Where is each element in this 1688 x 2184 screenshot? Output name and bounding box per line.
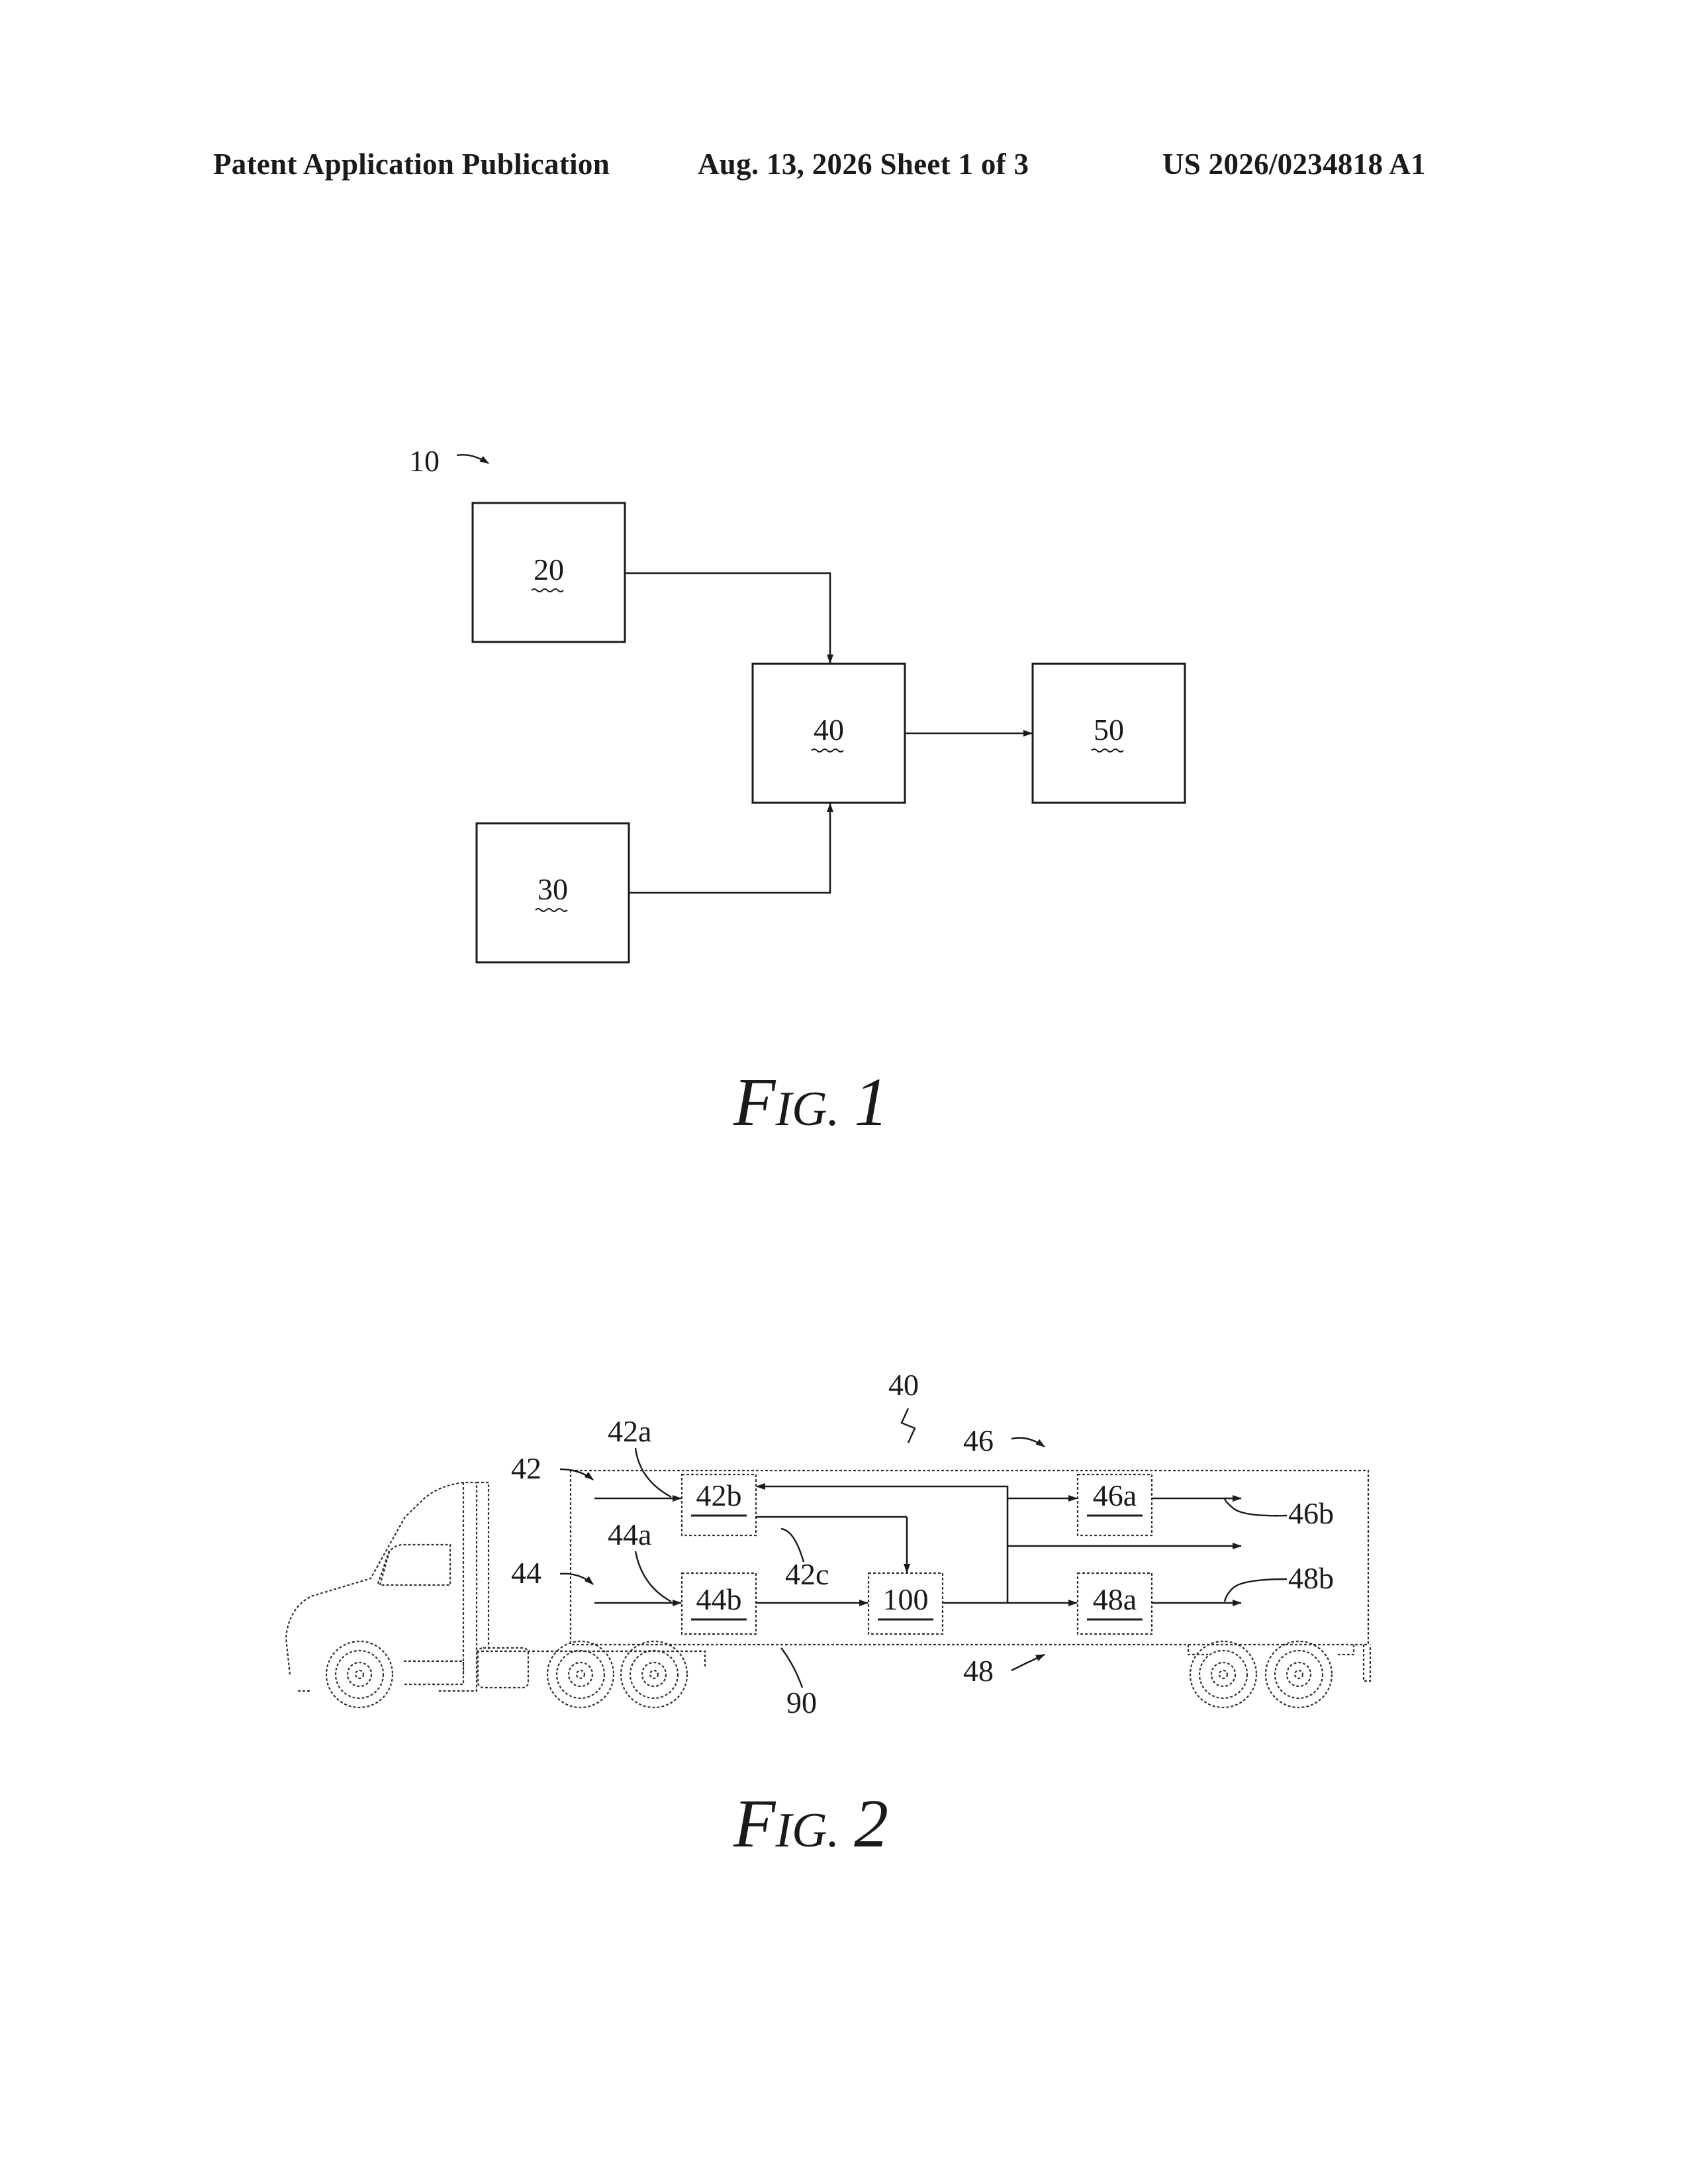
underline-50 [1092, 749, 1123, 752]
figure-2: 42b 44b 100 46a 48a [286, 1368, 1370, 1862]
leader-46 [1011, 1438, 1045, 1447]
truck-tractor-outline [286, 1482, 705, 1691]
figure-1-caption: FIG.1 [733, 1064, 888, 1140]
ref-44a: 44a [608, 1518, 651, 1551]
underline-30 [536, 909, 567, 911]
leader-arrow-10 [457, 455, 489, 463]
figure-1: 10 20 30 40 50 FIG.1 [409, 444, 1185, 1140]
ref-10: 10 [409, 444, 440, 478]
leader-40 [902, 1408, 915, 1443]
tractor-drive-wheel-1 [547, 1641, 614, 1707]
trailer-body [571, 1471, 1370, 1681]
ref-48: 48 [963, 1654, 994, 1688]
block-48a: 48a [1078, 1573, 1152, 1634]
leader-46b [1225, 1498, 1287, 1516]
ref-48b: 48b [1288, 1561, 1334, 1595]
block-30: 30 [477, 823, 629, 962]
block-42b: 42b [682, 1475, 756, 1535]
leader-44a [635, 1551, 671, 1602]
connector-20-to-40 [625, 573, 830, 663]
underline-40 [812, 749, 843, 752]
block-20: 20 [473, 503, 625, 642]
block-42b-label: 42b [696, 1479, 742, 1512]
block-100: 100 [868, 1573, 943, 1634]
block-50-label: 50 [1094, 713, 1124, 747]
tractor-front-wheel [326, 1641, 393, 1707]
block-44b: 44b [682, 1573, 756, 1634]
leader-42 [560, 1469, 593, 1480]
ref-40: 40 [888, 1368, 919, 1402]
block-30-label: 30 [538, 872, 568, 906]
block-40: 40 [753, 664, 905, 803]
figure-2-caption: FIG.2 [733, 1786, 888, 1862]
block-46a-label: 46a [1093, 1479, 1137, 1512]
ref-44: 44 [511, 1556, 541, 1590]
ref-42a: 42a [608, 1414, 651, 1448]
trailer-wheel-2 [1266, 1641, 1332, 1707]
block-48a-label: 48a [1093, 1582, 1137, 1616]
ref-46: 46 [963, 1424, 994, 1457]
trailer-wheel-1 [1190, 1641, 1256, 1707]
leader-44 [560, 1574, 593, 1584]
block-20-label: 20 [534, 553, 564, 586]
block-100-label: 100 [883, 1582, 929, 1616]
block-40-label: 40 [814, 713, 844, 747]
leader-90 [781, 1648, 802, 1688]
connector-30-to-40 [629, 803, 830, 893]
tractor-drive-wheel-2 [621, 1641, 687, 1707]
ref-90: 90 [786, 1686, 817, 1719]
ref-46b: 46b [1288, 1496, 1334, 1530]
ref-42: 42 [511, 1451, 541, 1485]
underline-20 [532, 589, 563, 592]
leader-42a [635, 1448, 671, 1497]
block-50: 50 [1033, 664, 1185, 803]
ref-42c: 42c [785, 1557, 829, 1591]
leader-48 [1011, 1655, 1045, 1670]
block-46a: 46a [1078, 1475, 1152, 1535]
block-44b-label: 44b [696, 1582, 742, 1616]
leader-48b [1225, 1579, 1287, 1602]
